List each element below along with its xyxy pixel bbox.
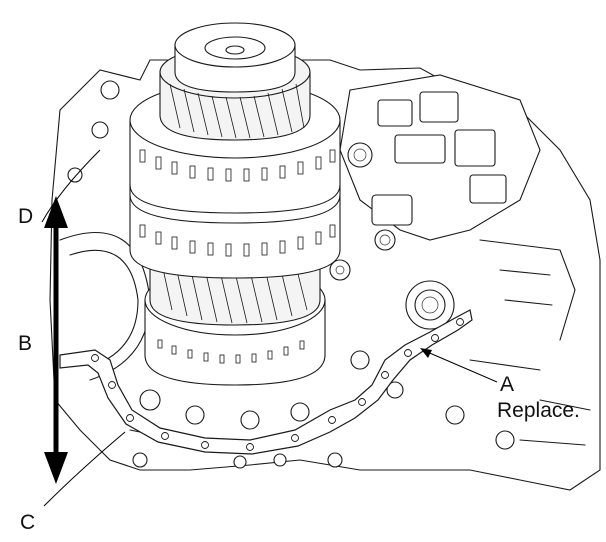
dimension-arrow-b [44,196,68,484]
callout-a: A [500,373,515,396]
leader-line-c [43,431,126,507]
leader-lines [41,149,498,507]
leader-arrow-a [420,348,432,358]
gasket [59,309,473,455]
callout-c: C [20,511,36,534]
callout-d: D [18,205,34,228]
leader-line-a [424,350,498,383]
leader-line-d [41,149,101,223]
callout-b: B [18,332,33,355]
callout-replace-note: Replace. [497,399,580,422]
gear-clutch-assembly [129,22,341,386]
